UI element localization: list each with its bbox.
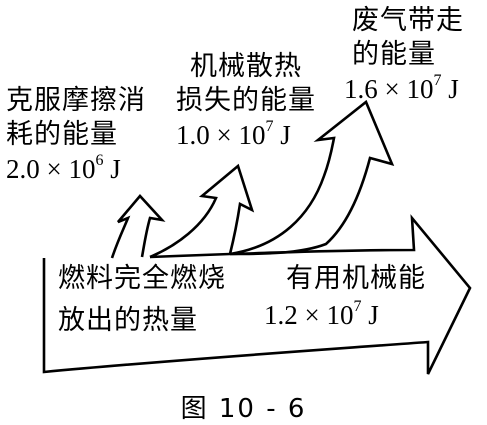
useful-output-label-line-1: 有用机械能 — [286, 263, 426, 294]
friction-label-line-2: 耗的能量 — [6, 119, 118, 150]
exhaust-value-mantissa: 1.6 × 10 — [344, 74, 434, 104]
exhaust-value-exponent: 7 — [433, 72, 442, 89]
fuel-label-line-2: 放出的热量 — [58, 305, 198, 336]
exhaust-label-line-1: 废气带走 — [352, 5, 464, 36]
mechanical-heat-value-exponent: 7 — [265, 118, 274, 135]
exhaust-value-unit: J — [441, 74, 459, 104]
friction-value-mantissa: 2.0 × 10 — [6, 154, 96, 184]
fuel-label-line-1: 燃料完全燃烧 — [58, 263, 226, 294]
useful-output-value-exponent: 7 — [353, 298, 362, 315]
exhaust-branch-arrow — [229, 99, 395, 256]
friction-energy-value: 2.0 × 106 J — [6, 152, 146, 186]
useful-output-value-mantissa: 1.2 × 10 — [264, 300, 354, 330]
friction-value-exponent: 6 — [95, 152, 104, 169]
main-arrow-body — [42, 214, 472, 375]
mechanical-heat-value-unit: J — [273, 120, 291, 150]
mechanical-heat-branch-arrow — [149, 163, 255, 259]
figure-caption: 图 10 - 6 — [180, 394, 307, 424]
useful-output-value-unit: J — [361, 300, 379, 330]
friction-value-unit: J — [103, 154, 121, 184]
mechanical-heat-loss-label: 机械散热 损失的能量 1.0 × 107 J — [176, 50, 316, 152]
mechanical-heat-label-line-1: 机械散热 — [190, 51, 302, 82]
useful-output-energy-value: 1.2 × 107 J — [264, 298, 426, 332]
exhaust-label-line-2: 的能量 — [352, 39, 436, 70]
mechanical-heat-label-line-2: 损失的能量 — [176, 85, 316, 116]
friction-loss-label: 克服摩擦消 耗的能量 2.0 × 106 J — [6, 84, 146, 186]
friction-label-line-1: 克服摩擦消 — [6, 85, 146, 116]
exhaust-energy-value: 1.6 × 107 J — [344, 72, 464, 106]
exhaust-loss-label: 废气带走 的能量 1.6 × 107 J — [344, 4, 464, 106]
mechanical-heat-value-mantissa: 1.0 × 10 — [176, 120, 266, 150]
fuel-source-label: 燃料完全燃烧 放出的热量 — [58, 262, 226, 338]
friction-branch-arrow — [110, 194, 166, 259]
useful-output-label: 有用机械能 1.2 × 107 J — [264, 262, 426, 332]
mechanical-heat-energy-value: 1.0 × 107 J — [176, 118, 316, 152]
